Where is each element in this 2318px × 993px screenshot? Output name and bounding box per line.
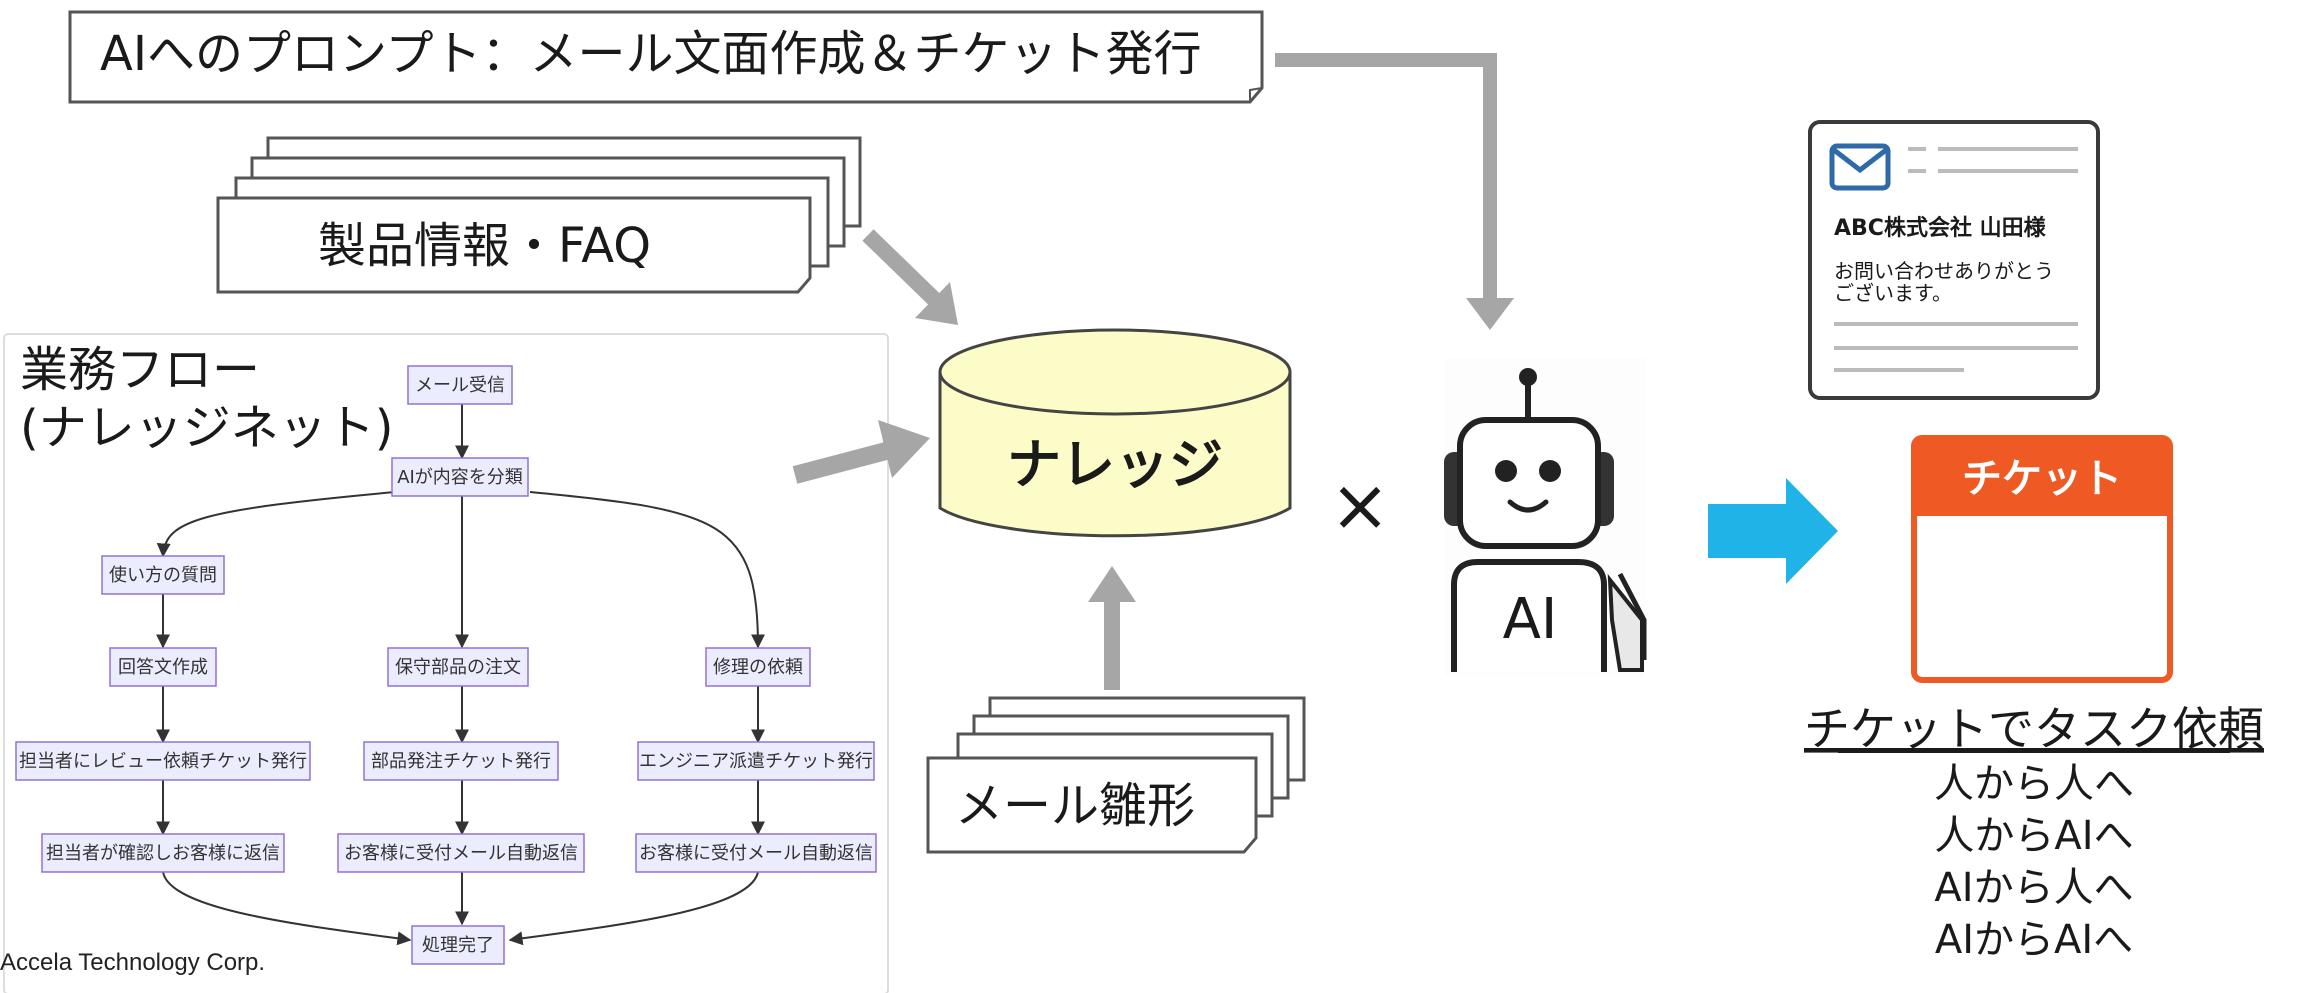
ticket-caption-title: チケットでタスク依頼 bbox=[1804, 702, 2264, 756]
ticket-caption-line: AIから人へ bbox=[1934, 865, 2133, 911]
product-docs-stack: 製品情報・FAQ bbox=[216, 136, 862, 294]
flow-node-label: 部品発注チケット発行 bbox=[371, 751, 551, 772]
ticket-caption-line: 人から人へ bbox=[1934, 761, 2134, 807]
flow-node-label: 処理完了 bbox=[422, 935, 494, 956]
email-company-name: ABC株式会社 山田様 bbox=[1834, 215, 2047, 241]
product-docs-label: 製品情報・FAQ bbox=[318, 218, 651, 274]
template-to-knowledge-arrow bbox=[1088, 566, 1136, 690]
prompt-label: AIへのプロンプト：メール文面作成＆チケット発行 bbox=[100, 26, 1202, 82]
multiply-symbol: × bbox=[1330, 463, 1390, 547]
workflow-title-line1: 業務フロー bbox=[20, 342, 260, 398]
knowledge-database: ナレッジ bbox=[938, 328, 1292, 538]
flow-node-usage-question: 使い方の質問 bbox=[101, 555, 225, 595]
flow-node-label: お客様に受付メール自動返信 bbox=[344, 843, 578, 864]
knowledge-label: ナレッジ bbox=[1007, 433, 1223, 496]
workflow-to-knowledge-arrow bbox=[792, 420, 930, 484]
flow-node-review-ticket: 担当者にレビュー依頼チケット発行 bbox=[15, 741, 311, 781]
ticket-caption-line: 人からAIへ bbox=[1934, 813, 2133, 859]
output-arrow bbox=[1708, 478, 1838, 584]
flow-node-label: 使い方の質問 bbox=[109, 565, 217, 586]
flow-node-done: 処理完了 bbox=[411, 925, 505, 965]
email-card: ABC株式会社 山田様 お問い合わせありがとう ございます。 bbox=[1808, 120, 2100, 400]
prompt-to-ai-arrow bbox=[1275, 53, 1514, 330]
flow-node-parts-ticket: 部品発注チケット発行 bbox=[363, 741, 559, 781]
copyright-text: Accela Technology Corp. bbox=[0, 949, 265, 976]
robot-icon: AI bbox=[1444, 358, 1647, 676]
workflow-panel: 業務フロー (ナレッジネット) メール受信 AIが内容を分類 bbox=[3, 333, 889, 993]
flow-node-label: メール受信 bbox=[415, 375, 505, 396]
flow-node-label: 担当者が確認しお客様に返信 bbox=[46, 843, 280, 864]
flow-node-label: 担当者にレビュー依頼チケット発行 bbox=[19, 751, 307, 772]
mail-icon bbox=[1829, 143, 1891, 191]
flow-node-mail-receive: メール受信 bbox=[407, 365, 513, 405]
flow-node-label: 回答文作成 bbox=[118, 657, 208, 678]
mail-template-label: メール雛形 bbox=[955, 778, 1195, 834]
flow-node-repair-request: 修理の依頼 bbox=[705, 647, 811, 687]
flow-node-auto-reply-1: お客様に受付メール自動返信 bbox=[337, 833, 585, 873]
prompt-box: AIへのプロンプト：メール文面作成＆チケット発行 bbox=[68, 10, 1264, 104]
ticket-header-label: チケット bbox=[1962, 456, 2122, 502]
ticket-caption-line: AIからAIへ bbox=[1935, 917, 2133, 963]
flow-node-answer-draft: 回答文作成 bbox=[109, 647, 217, 687]
workflow-title-line2: (ナレッジネット) bbox=[20, 400, 393, 456]
email-body-line1: お問い合わせありがとう bbox=[1834, 259, 2054, 283]
flow-edges bbox=[156, 404, 765, 946]
flow-node-label: エンジニア派遣チケット発行 bbox=[639, 751, 873, 772]
robot-chest-label: AI bbox=[1503, 587, 1558, 652]
flow-node-parts-order: 保守部品の注文 bbox=[387, 647, 529, 687]
flow-node-label: 保守部品の注文 bbox=[395, 657, 521, 678]
flow-node-label: 修理の依頼 bbox=[713, 657, 803, 678]
ticket-caption: チケットでタスク依頼 人から人へ 人からAIへ AIから人へ AIからAIへ bbox=[1804, 702, 2264, 963]
docs-to-knowledge-arrow bbox=[862, 229, 958, 325]
flow-node-auto-reply-2: お客様に受付メール自動返信 bbox=[635, 833, 877, 873]
flow-node-engineer-ticket: エンジニア派遣チケット発行 bbox=[637, 741, 875, 781]
flow-node-label: お客様に受付メール自動返信 bbox=[639, 843, 873, 864]
flow-node-staff-reply: 担当者が確認しお客様に返信 bbox=[41, 833, 285, 873]
flow-node-label: AIが内容を分類 bbox=[397, 467, 523, 488]
mail-template-stack: メール雛形 bbox=[926, 696, 1306, 854]
flow-node-ai-classify: AIが内容を分類 bbox=[391, 457, 529, 497]
ticket-card: チケット bbox=[1911, 435, 2173, 683]
email-body-line2: ございます。 bbox=[1834, 281, 1952, 305]
